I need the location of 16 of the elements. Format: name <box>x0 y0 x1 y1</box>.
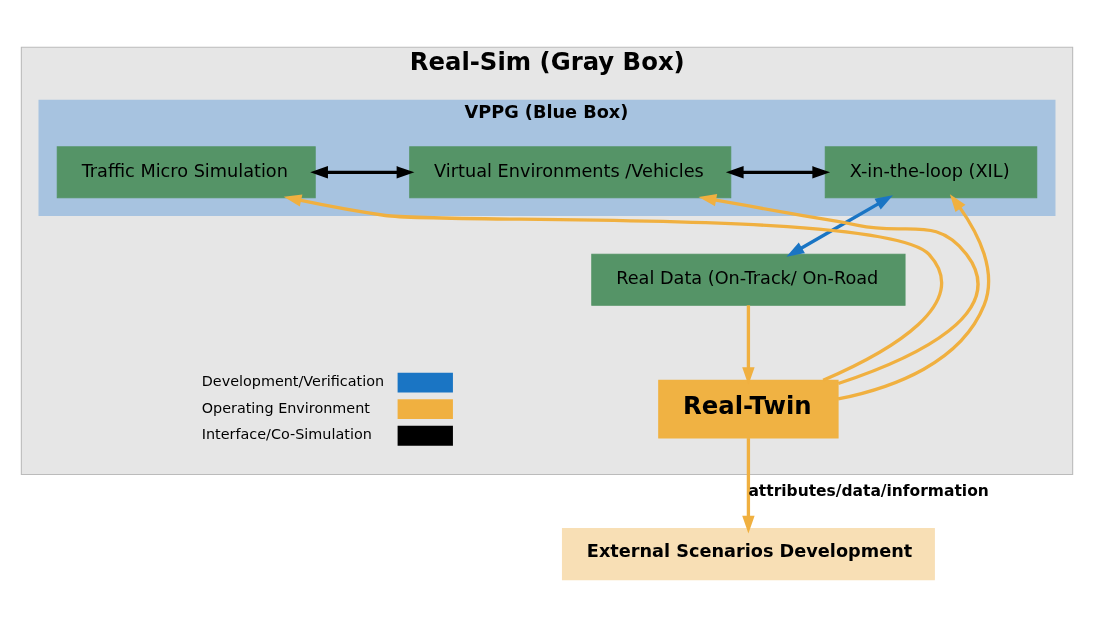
node-box: External Scenarios Development <box>561 528 935 581</box>
arrow <box>725 166 831 179</box>
arrow <box>283 194 943 382</box>
arrow <box>786 195 893 257</box>
arrow <box>310 166 415 179</box>
node-box: Real Data (On-Track/ On-Road <box>591 253 906 306</box>
legend-label: Operating Environment <box>201 399 370 416</box>
node-box: Real-Twin <box>658 379 839 439</box>
node-box: X-in-the-loop (XIL) <box>824 146 1038 199</box>
legend-label: Development/Verification <box>201 373 385 390</box>
node-box: Virtual Environments /Vehicles <box>409 146 732 199</box>
arrow <box>742 438 755 534</box>
legend-label: Interface/Co-Simulation <box>201 426 372 443</box>
node-box: Traffic Micro Simulation <box>56 146 316 199</box>
arrow <box>698 193 980 386</box>
arrow <box>837 194 991 401</box>
